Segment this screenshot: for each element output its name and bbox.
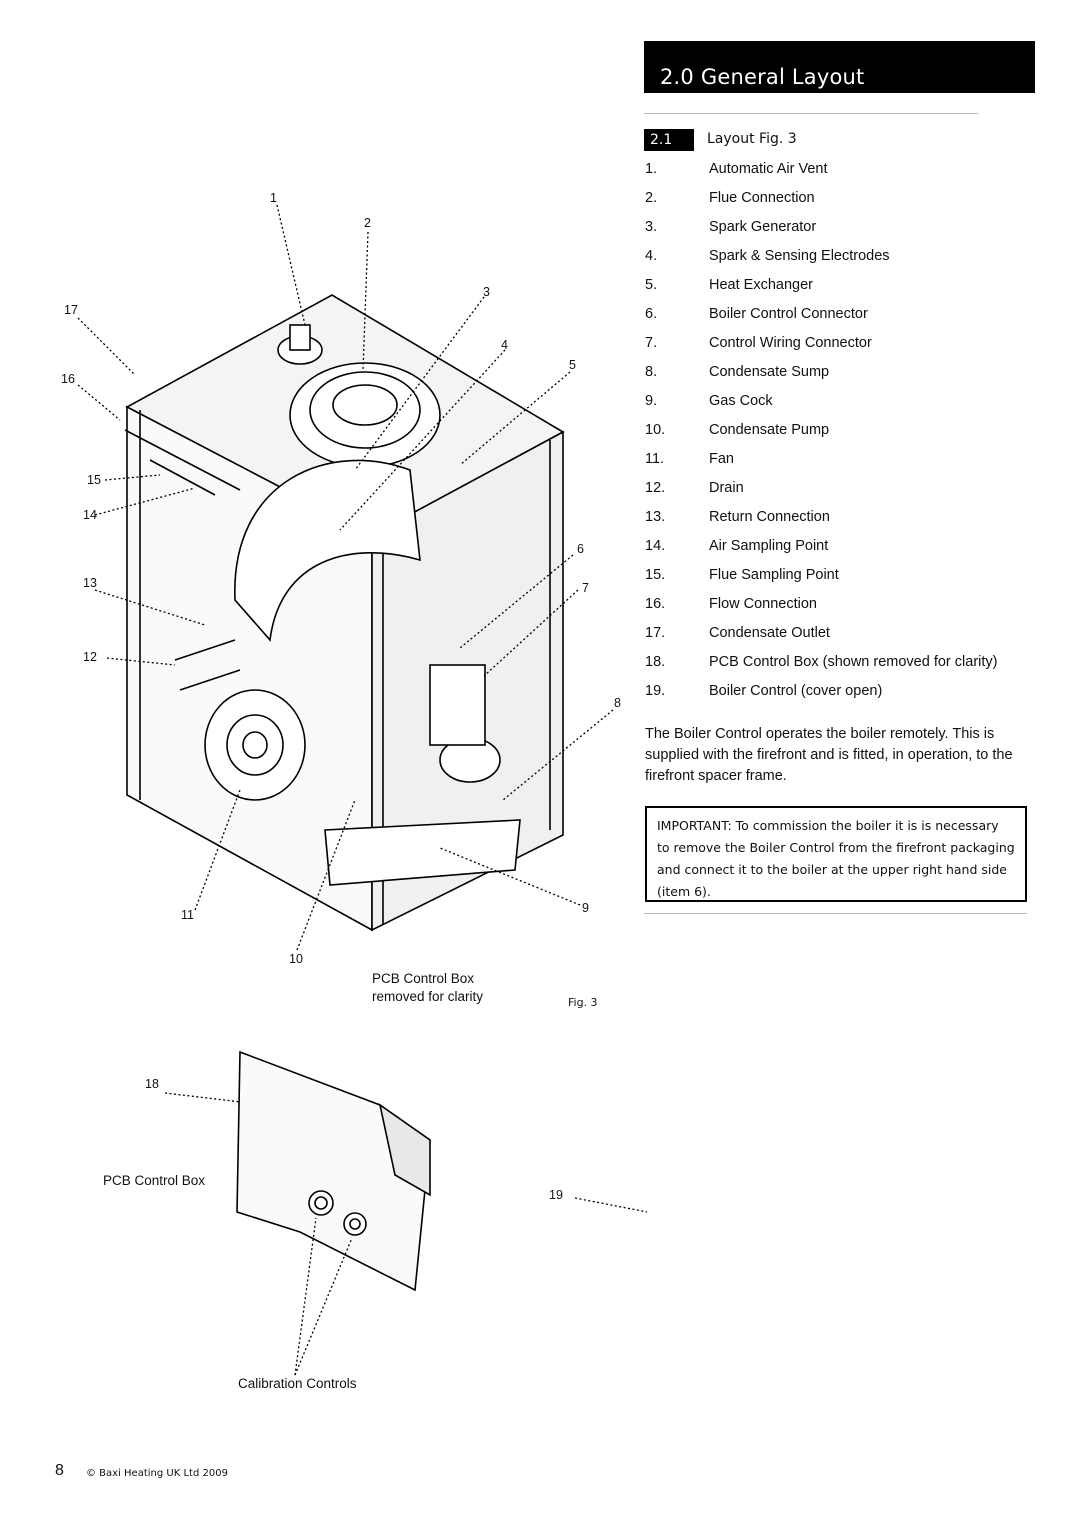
calibration-knob-1 [308,1190,334,1216]
callout-13: 13 [83,576,97,590]
subsection-heading: 2.1 Layout Fig. 3 [644,129,797,151]
subsection-title: Layout Fig. 3 [707,131,797,147]
callout-19: 19 [549,1188,563,1202]
pcb-box-caption: PCB Control Box [103,1173,206,1188]
callout-12: 12 [83,650,97,664]
calibration-knob-2 [343,1212,367,1236]
flow-pipe [124,429,241,491]
callout-1: 1 [270,191,277,205]
section-header: 2.0 General Layout [644,41,1035,93]
description-paragraph: The Boiler Control operates the boiler r… [645,726,1013,784]
calibration-caption: Calibration Controls [238,1376,357,1391]
control-wiring-connector [429,664,486,746]
important-rule [644,913,1027,914]
callout-2: 2 [364,216,371,230]
callout-3: 3 [483,285,490,299]
callout-4: 4 [501,338,508,352]
callout-16: 16 [61,372,75,386]
pcb-removed-caption-1: PCB Control Box [372,971,475,986]
callout-18: 18 [145,1077,159,1091]
header-rule [644,113,978,114]
callout-7: 7 [582,581,589,595]
section-title: 2.0 General Layout [660,65,865,89]
flue-connection [289,362,441,468]
callout-5: 5 [569,358,576,372]
callout-14: 14 [83,508,97,522]
callout-9: 9 [582,901,589,915]
heat-exchanger [234,459,421,642]
figure-label: Fig. 3 [568,996,598,1009]
important-note-box: IMPORTANT: To commission the boiler it i… [645,806,1027,902]
fan [204,689,306,801]
return-pipe [174,639,236,661]
callout-10: 10 [289,952,303,966]
copyright-notice: © Baxi Heating UK Ltd 2009 [86,1468,228,1479]
condensate-sump [324,819,521,886]
callout-6: 6 [577,542,584,556]
callout-11: 11 [181,908,194,922]
callout-15: 15 [87,473,101,487]
callout-8: 8 [614,696,621,710]
subsection-number: 2.1 [644,129,694,151]
pcb-control-box [236,1050,431,1292]
callout-17: 17 [64,303,78,317]
pcb-removed-caption-2: removed for clarity [372,989,484,1004]
page-number: 8 [55,1462,64,1479]
